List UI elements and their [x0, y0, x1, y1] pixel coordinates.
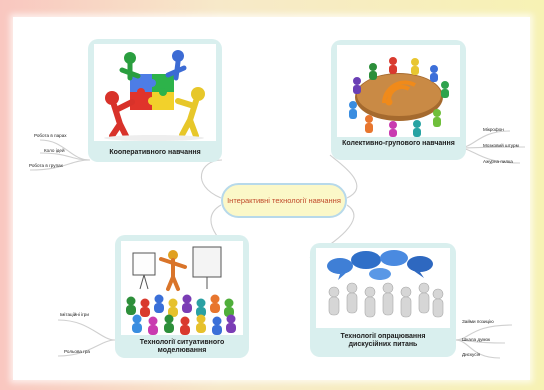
branch-title-discussion: Технології опрацювання дискусійних питан… [340, 333, 426, 348]
round-table-meeting-icon [349, 57, 449, 137]
branch-card-collective[interactable]: Колективно-групового навчання [331, 40, 466, 160]
branch-title-collective: Колективно-групового навчання [342, 140, 455, 147]
illustration-situational [121, 241, 243, 335]
illustration-discussion [316, 248, 450, 328]
leaf-item[interactable]: Ажурна пилка [483, 159, 513, 164]
people-assembling-puzzle-icon [104, 50, 205, 141]
central-topic-title: Інтерактивні технології навчання [227, 196, 341, 205]
branch-title-cooperative: Кооперативного навчання [109, 149, 201, 156]
central-topic[interactable]: Інтерактивні технології навчання [221, 183, 347, 218]
leaf-item[interactable]: Коло ідей [44, 148, 65, 153]
leaf-item[interactable]: Імітаційні ігри [60, 312, 89, 317]
leaf-item[interactable]: Робота в парах [34, 133, 67, 138]
branch-title-situational: Технології ситуативного моделювання [139, 339, 225, 354]
connector-center-to-collective [329, 154, 358, 199]
connector-center-to-cooperative [201, 159, 223, 199]
leaf-item[interactable]: Займи позицію [462, 319, 494, 324]
leaf-item[interactable]: Рольова гра [64, 349, 90, 354]
branch-card-cooperative[interactable]: Кооперативного навчання [88, 39, 222, 162]
leaf-item[interactable]: Шкала думок [462, 337, 491, 342]
leaf-item[interactable]: Дискусія [462, 352, 481, 357]
branch-card-situational[interactable]: Технології ситуативного моделювання [115, 235, 249, 358]
teacher-with-audience-icon [126, 246, 236, 335]
leaf-item[interactable]: Мікрофон [483, 127, 504, 132]
leaf-item[interactable]: Робота в групах [29, 163, 63, 168]
illustration-cooperative [94, 44, 216, 141]
illustration-collective [337, 45, 460, 137]
branch-card-discussion[interactable]: Технології опрацювання дискусійних питан… [310, 243, 456, 357]
speech-bubbles-crowd-icon [327, 250, 444, 318]
leaf-item[interactable]: Мозковий штурм [483, 143, 519, 148]
